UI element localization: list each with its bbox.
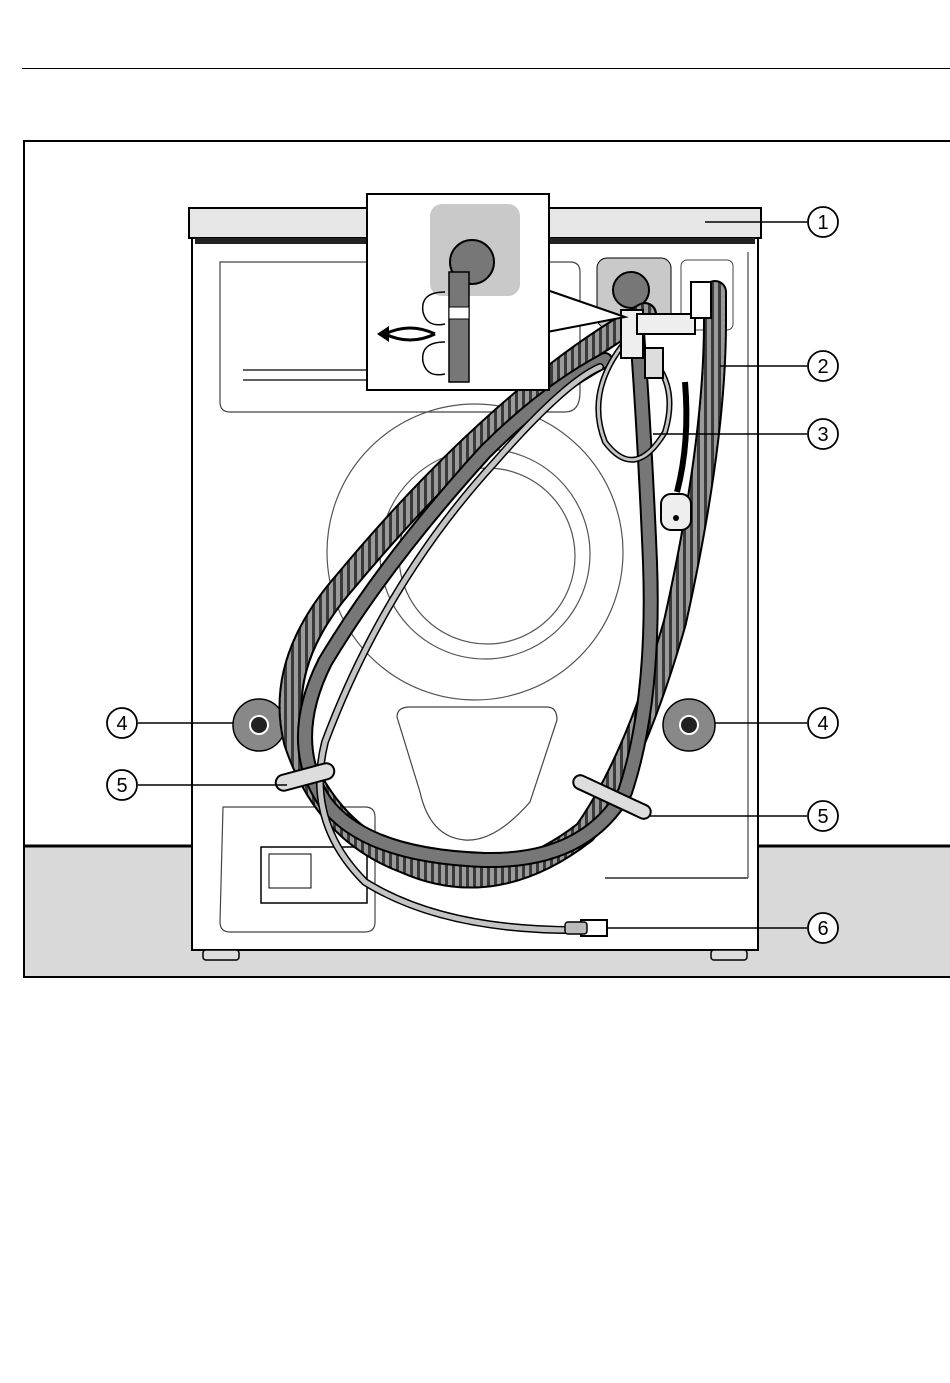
foot-left [203, 950, 239, 960]
appliance-rear-figure: 1 2 3 4 4 5 5 6 [23, 140, 950, 978]
svg-text:3: 3 [817, 424, 828, 446]
aquastop-box [645, 348, 663, 378]
power-plug-icon [661, 494, 691, 530]
inset-hose-band [449, 307, 469, 319]
cable-plug-end [565, 922, 587, 934]
svg-text:4: 4 [116, 713, 127, 735]
drain-elbow [691, 282, 711, 318]
t-connector [637, 314, 695, 334]
svg-text:1: 1 [817, 212, 828, 234]
inset-hose-fitting [449, 272, 469, 382]
transport-socket-right-hole [680, 716, 698, 734]
callout-5-right: 5 [808, 801, 838, 831]
svg-text:5: 5 [116, 775, 127, 797]
svg-text:4: 4 [817, 713, 828, 735]
callout-5-left: 5 [107, 770, 137, 800]
callout-3: 3 [808, 419, 838, 449]
callout-6: 6 [808, 913, 838, 943]
callout-4-right: 4 [808, 708, 838, 738]
callout-4-left: 4 [107, 708, 137, 738]
svg-text:2: 2 [817, 356, 828, 378]
rating-plate-inner [269, 854, 311, 888]
callout-2: 2 [808, 351, 838, 381]
transport-socket-left-hole [250, 716, 268, 734]
callout-1: 1 [808, 207, 838, 237]
foot-right [711, 950, 747, 960]
svg-text:5: 5 [817, 806, 828, 828]
page-top-rule [22, 68, 950, 69]
svg-text:6: 6 [817, 918, 828, 940]
